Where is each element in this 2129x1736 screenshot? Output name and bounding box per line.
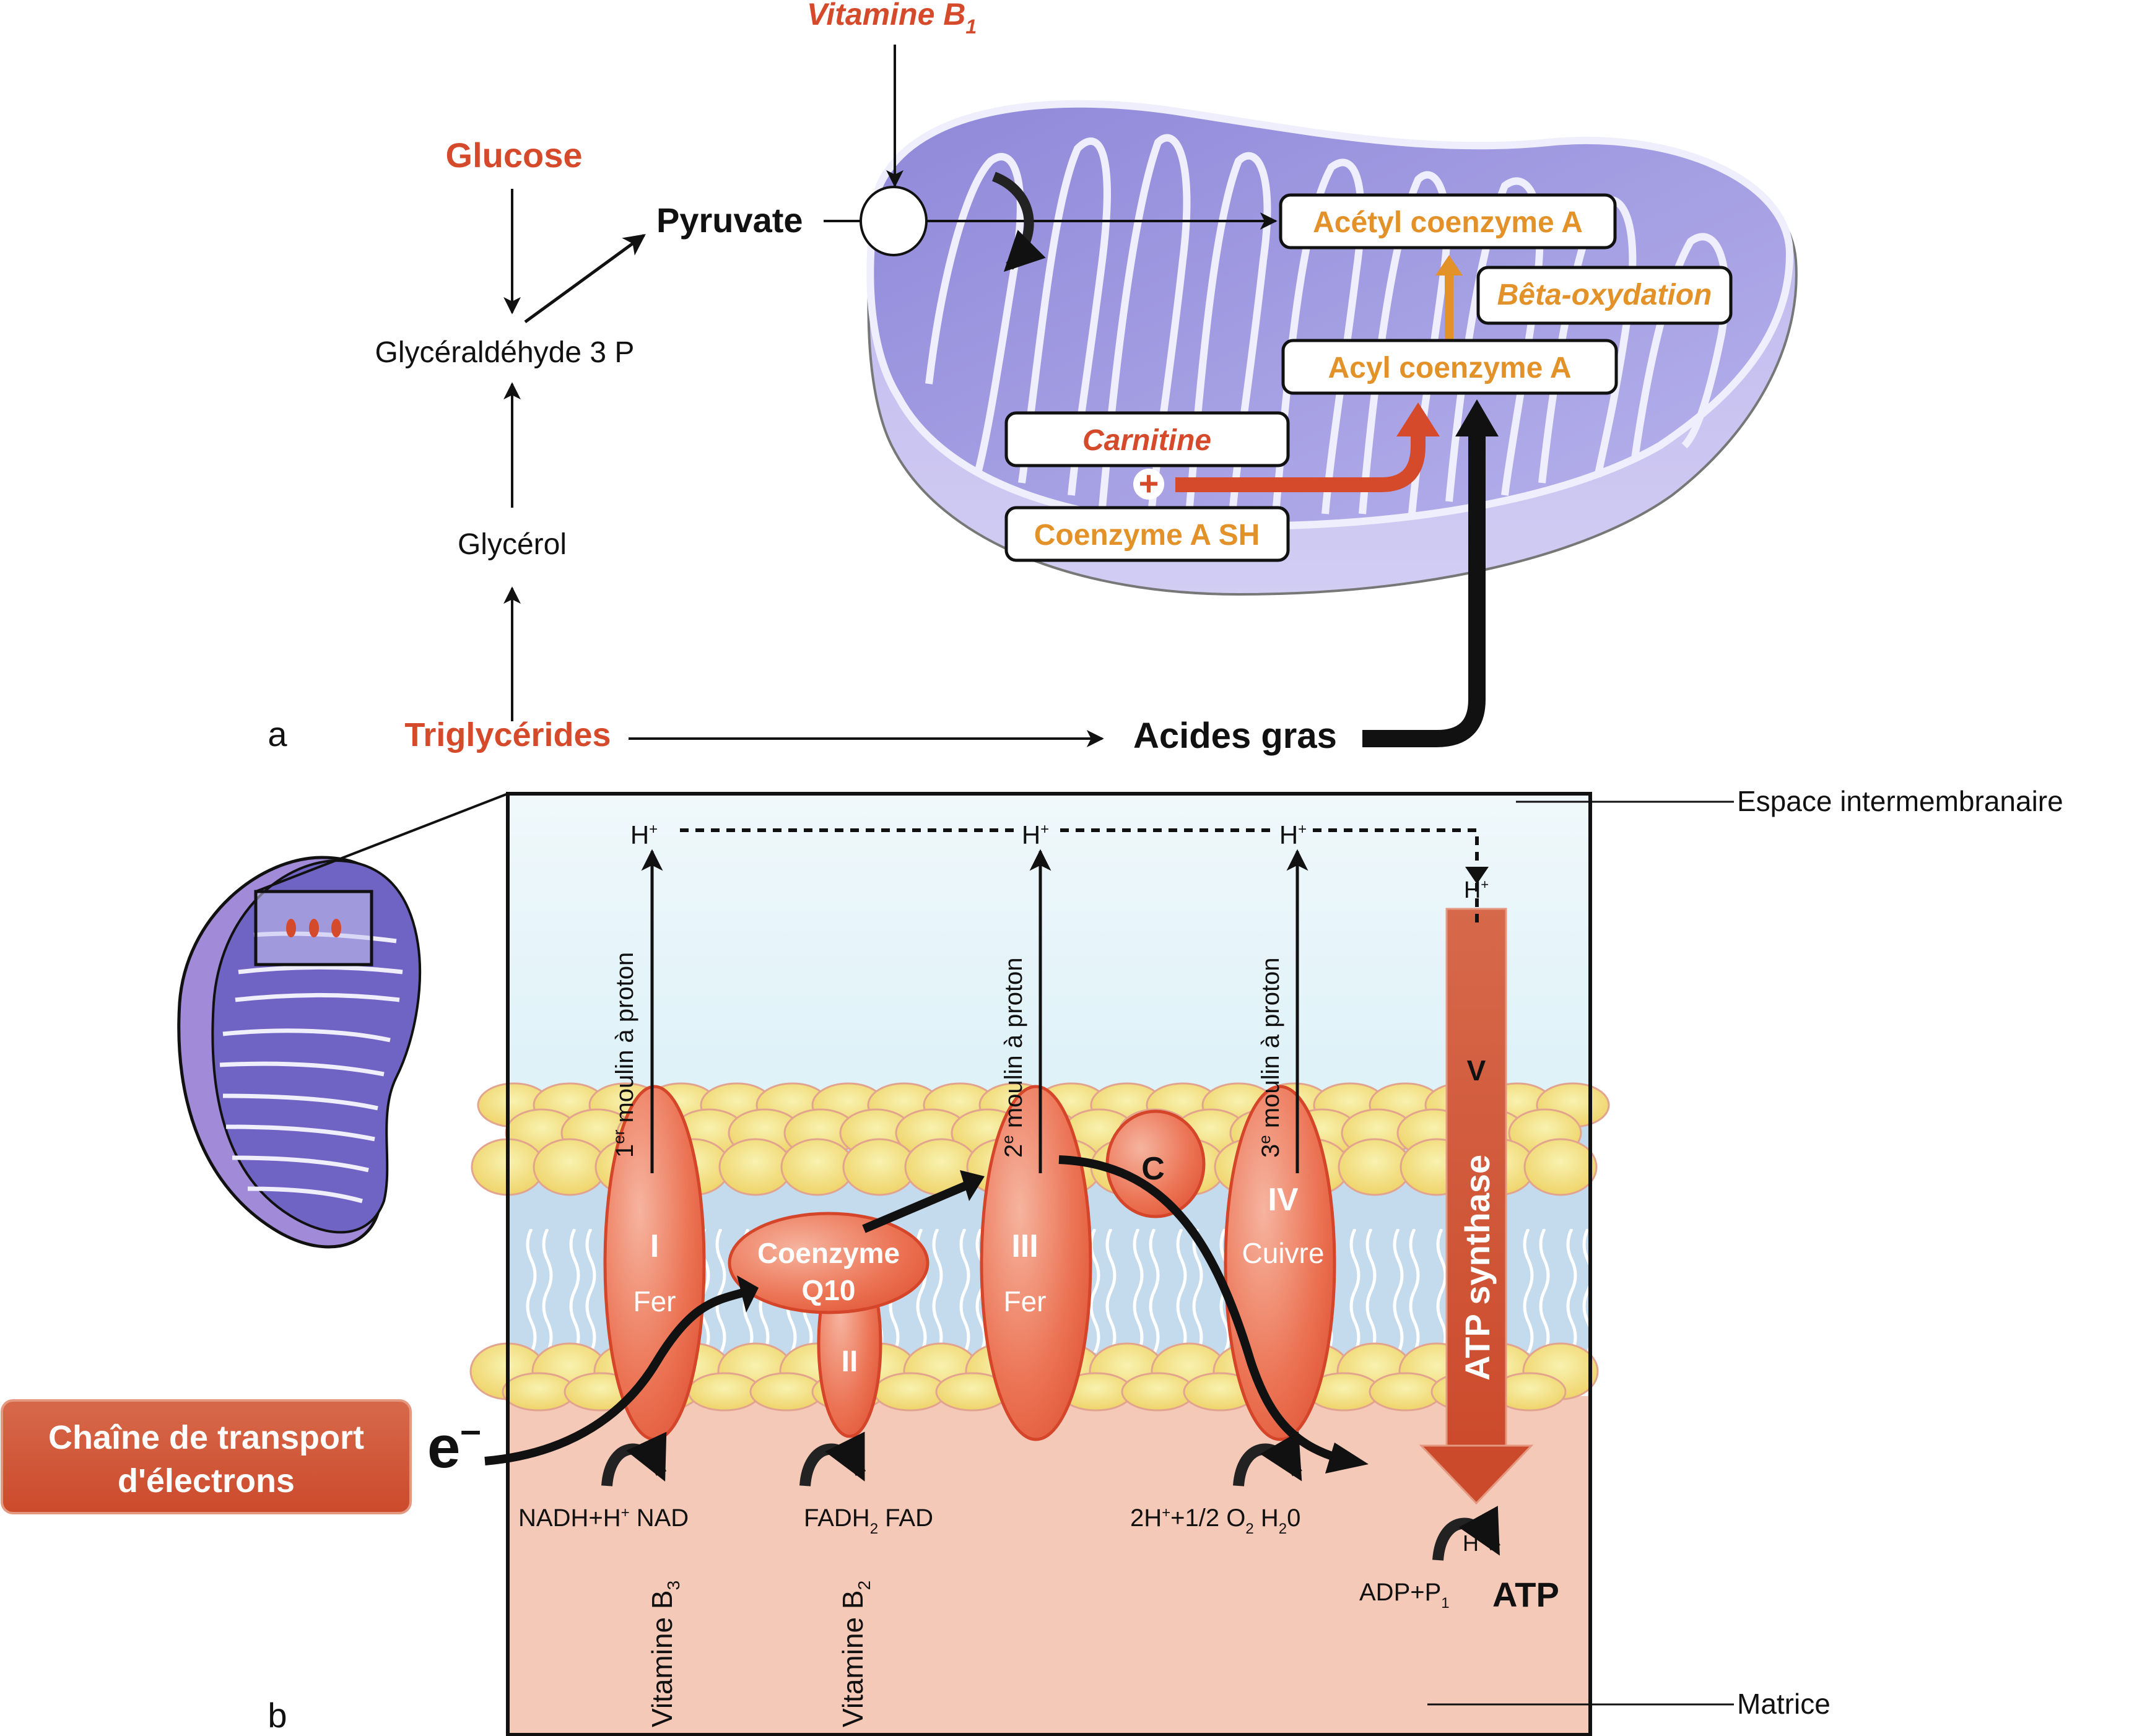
acetyl-coa-label: Acétyl coenzyme A — [1313, 206, 1583, 239]
rotation-arrow-icon — [991, 171, 1046, 272]
beta-oxidation-label: Bêta-oxydation — [1497, 279, 1712, 311]
complex-I-label: I — [650, 1228, 659, 1264]
h-plus-1: H+ — [630, 820, 658, 849]
electron-arrowhead-2 — [960, 1170, 985, 1201]
carrier-circle — [860, 186, 928, 256]
panel-a-label: a — [268, 714, 287, 753]
acyl-coa-box — [1281, 339, 1618, 395]
panel-a: Vitamine B1 Glucose Pyruvate Glycéraldéh… — [268, 0, 1798, 756]
carnitine-box — [1004, 411, 1290, 467]
vitamine-b1-label: Vitamine B1 — [807, 0, 977, 38]
chaine-line-1: Chaîne de transport — [48, 1419, 364, 1456]
plus-circle — [1133, 469, 1164, 500]
beta-oxidation-box — [1476, 266, 1733, 325]
vitamine-b3-label: Vitamine B3 — [646, 1581, 683, 1727]
moulin-3-label: 3e moulin à proton — [1255, 957, 1284, 1158]
arrow-g3p-to-pyruvate — [524, 233, 646, 324]
fadh-label: FADH2 FAD — [804, 1504, 933, 1537]
coenzyme-q10 — [728, 1212, 930, 1314]
pyruvate-label: Pyruvate — [656, 201, 803, 240]
intermembrane-space — [508, 794, 1590, 1116]
complex-dot — [286, 919, 296, 937]
complex-III-metal: Fer — [1004, 1285, 1047, 1317]
adp-label: ADP+P1 — [1359, 1579, 1450, 1612]
carnitine-arrowhead — [1396, 402, 1440, 436]
reaction-arrows — [601, 1431, 1500, 1561]
coenzyme-q10-label-1: Coenzyme — [757, 1237, 900, 1269]
acides-gras-label: Acides gras — [1133, 716, 1337, 756]
glucose-label: Glucose — [446, 136, 583, 175]
atp-label: ATP — [1492, 1575, 1559, 1614]
acetyl-coa-box — [1279, 193, 1617, 250]
h-plus-atp: H+ — [1463, 1530, 1487, 1556]
fadh-reaction-arrow-icon — [799, 1431, 866, 1486]
electron-arrowhead-1 — [737, 1275, 759, 1313]
panel-b-frame — [506, 792, 1592, 1736]
o2-reaction-arrow-icon — [1233, 1431, 1302, 1486]
atp-synthase — [1445, 908, 1507, 1455]
complex-III-label: III — [1011, 1228, 1038, 1264]
fatty-acid-import-arrow — [1362, 433, 1486, 747]
chaine-line-2: d'électrons — [118, 1462, 295, 1499]
moulin-2-label: 2e moulin à proton — [998, 957, 1027, 1158]
fatty-acid-arrowhead — [1455, 399, 1499, 436]
h-plus-2: H+ — [1022, 820, 1049, 849]
coenzyme-a-sh-label: Coenzyme A SH — [1034, 519, 1260, 552]
panel-b-label: b — [268, 1696, 287, 1735]
chaine-transport-badge — [1, 1399, 412, 1514]
electron-path-1 — [484, 1287, 751, 1465]
nadh-reaction-arrow-icon — [601, 1431, 667, 1486]
complex-V-label: V — [1467, 1054, 1486, 1087]
matrice-label: Matrice — [1737, 1688, 1831, 1720]
electron-symbol: e– — [427, 1409, 481, 1480]
plus-sign: + — [1139, 464, 1159, 503]
complex-IV-label: IV — [1268, 1182, 1298, 1218]
matrix-space — [508, 1396, 1590, 1735]
mitochondrion-small — [177, 792, 508, 1249]
glycerol-label: Glycérol — [458, 528, 567, 561]
proton-path-arrowhead — [1465, 867, 1489, 884]
oxygen-reaction-label: 2H++1/2 O2 H20 — [1130, 1504, 1300, 1537]
complex-dot — [309, 919, 319, 937]
coenzyme-q10-label-2: Q10 — [802, 1274, 856, 1306]
panel-b: I Fer II Coenzyme Q10 III Fer C IV Cuivr… — [1, 785, 2063, 1736]
triglycerides-label: Triglycérides — [404, 716, 611, 753]
complex-III — [980, 1085, 1092, 1441]
zoom-line-top — [255, 792, 508, 893]
h-plus-3: H+ — [1279, 820, 1307, 849]
vitamine-b2-label: Vitamine B2 — [837, 1581, 874, 1727]
nadh-label: NADH+H+ NAD — [518, 1504, 689, 1532]
glyceraldehyde-label: Glycéraldéhyde 3 P — [375, 336, 635, 369]
acyl-coa-label: Acyl coenzyme A — [1328, 352, 1571, 384]
carnitine-arrow — [1175, 433, 1426, 492]
atp-reaction-arrow-icon — [1432, 1506, 1500, 1561]
complex-II-label: II — [842, 1345, 858, 1378]
complex-IV-metal: Cuivre — [1242, 1237, 1325, 1269]
complex-dot — [331, 919, 341, 937]
beta-oxidation-arrow-shaft — [1445, 272, 1453, 341]
carnitine-label: Carnitine — [1082, 424, 1211, 457]
lipid-head — [1523, 1138, 1598, 1196]
proton-gradient-path — [680, 828, 1479, 929]
atp-synthase-arrowhead — [1419, 1444, 1534, 1505]
coenzyme-a-sh-box — [1004, 506, 1290, 562]
electron-path-2 — [862, 1181, 968, 1233]
complex-I-metal: Fer — [633, 1285, 676, 1317]
beta-oxidation-arrowhead — [1435, 255, 1463, 276]
electron-arrowhead-3 — [1325, 1443, 1369, 1473]
moulin-1-label: 1er moulin à proton — [609, 952, 638, 1158]
atp-synthase-label: ATP synthase — [1458, 1155, 1497, 1381]
espace-intermembranaire-label: Espace intermembranaire — [1737, 785, 2063, 817]
